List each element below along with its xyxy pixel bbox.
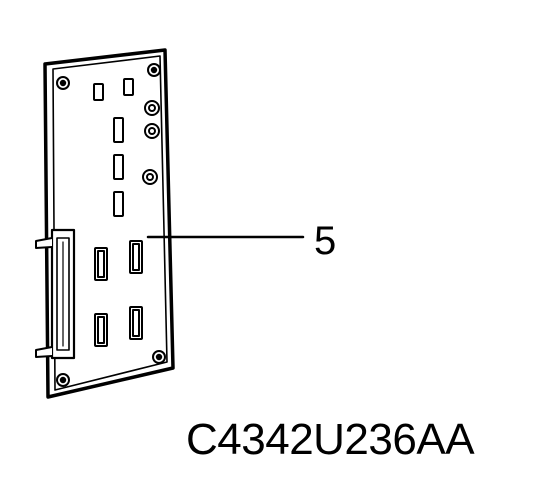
connector-block	[94, 313, 108, 347]
mounting-hole-bottom-left	[56, 373, 70, 387]
small-component	[93, 83, 104, 101]
chip	[113, 154, 124, 180]
connector-block	[129, 306, 143, 340]
chip	[113, 117, 124, 143]
round-component	[142, 169, 158, 185]
connector-block	[129, 240, 143, 274]
edge-connector	[35, 228, 76, 360]
connector-block	[94, 247, 108, 281]
chip	[113, 191, 124, 217]
round-component	[144, 100, 160, 116]
board-outline	[43, 48, 175, 399]
figure-code: C4342U236AA	[186, 415, 475, 464]
callout-number: 5	[314, 219, 337, 263]
mounting-hole-top-right	[147, 63, 161, 77]
round-component	[144, 123, 160, 139]
small-component	[123, 78, 134, 96]
mounting-hole-bottom-right	[152, 350, 166, 364]
mounting-hole-top-left	[56, 76, 70, 90]
